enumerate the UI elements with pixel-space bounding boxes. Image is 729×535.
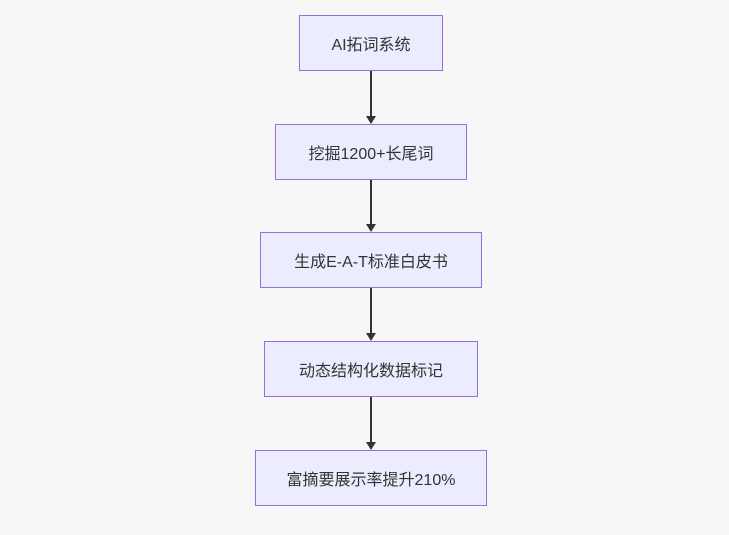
- arrow-connector-2: [366, 180, 376, 232]
- arrow-line: [370, 180, 372, 225]
- arrow-line: [370, 288, 372, 334]
- node-eat-whitepaper: 生成E-A-T标准白皮书: [260, 232, 482, 288]
- arrowhead-icon: [366, 333, 376, 341]
- arrow-connector-3: [366, 288, 376, 341]
- arrow-line: [370, 397, 372, 443]
- node-structured-data-markup: 动态结构化数据标记: [264, 341, 478, 397]
- arrowhead-icon: [366, 442, 376, 450]
- node-longtail-keyword-mining: 挖掘1200+长尾词: [275, 124, 467, 180]
- arrow-line: [370, 71, 372, 117]
- arrow-connector-1: [366, 71, 376, 124]
- node-ai-expansion-system: AI拓词系统: [299, 15, 443, 71]
- node-rich-snippet-rate: 富摘要展示率提升210%: [255, 450, 487, 506]
- arrowhead-icon: [366, 224, 376, 232]
- arrowhead-icon: [366, 116, 376, 124]
- arrow-connector-4: [366, 397, 376, 450]
